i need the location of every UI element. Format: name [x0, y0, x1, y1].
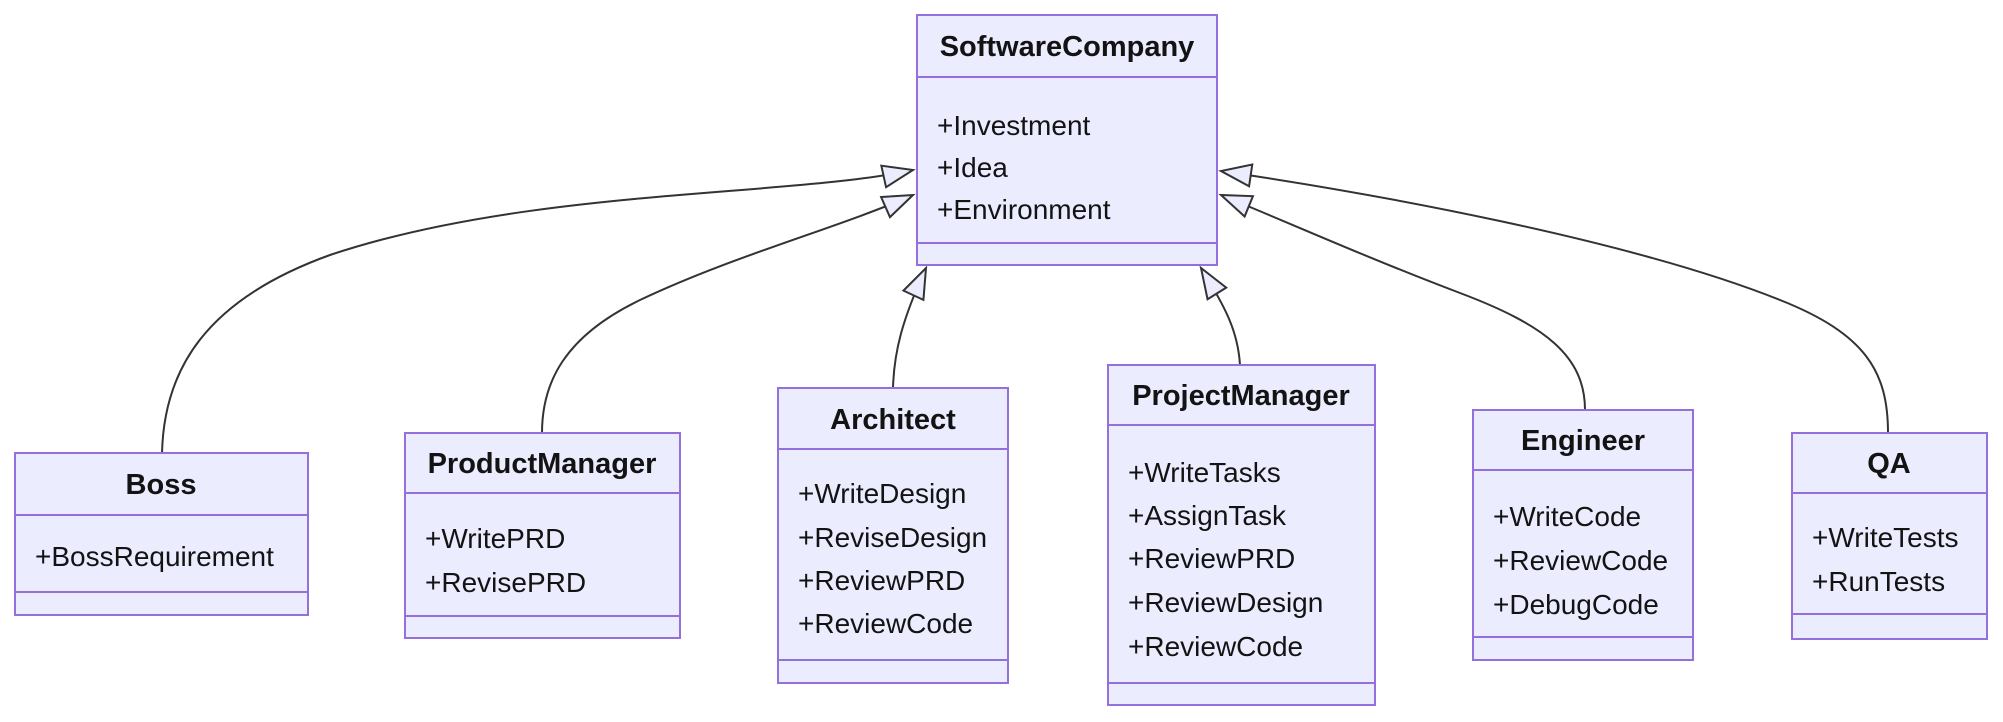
class-member: +RunTests — [1812, 566, 1945, 597]
class-member: +DebugCode — [1493, 589, 1659, 620]
class-box-engineer: Engineer +WriteCode +ReviewCode +DebugCo… — [1472, 409, 1694, 661]
edges-layer — [161, 163, 1889, 454]
class-member: +WriteTasks — [1128, 457, 1281, 488]
class-title: QA — [1867, 448, 1911, 480]
class-box-architect: Architect +WriteDesign +ReviseDesign +Re… — [777, 387, 1009, 684]
class-box-productmanager: ProductManager +WritePRD +RevisePRD — [404, 432, 681, 639]
class-member: +RevisePRD — [425, 567, 586, 598]
edge-boss-to-softwarecompany — [161, 164, 916, 454]
class-title: Engineer — [1521, 425, 1645, 457]
class-rect — [777, 387, 1009, 684]
class-member: +WriteDesign — [798, 478, 966, 509]
class-member: +WriteCode — [1493, 501, 1641, 532]
class-title: Boss — [126, 469, 197, 501]
class-box-qa: QA +WriteTests +RunTests — [1791, 432, 1988, 640]
edge-qa-to-softwarecompany — [1218, 163, 1889, 434]
class-rect — [1107, 364, 1376, 706]
class-rect — [916, 14, 1218, 266]
class-title: Architect — [830, 404, 956, 436]
class-member: +ReviewPRD — [798, 565, 965, 596]
class-member: +Idea — [937, 152, 1008, 183]
class-rect — [1472, 409, 1694, 661]
class-member: +WriteTests — [1812, 522, 1959, 553]
class-rect — [404, 432, 681, 639]
class-rect — [1791, 432, 1988, 640]
class-member: +ReviewCode — [1128, 631, 1303, 662]
class-rect — [14, 452, 309, 616]
class-member: +WritePRD — [425, 523, 565, 554]
class-member: +ReviewDesign — [1128, 587, 1323, 618]
class-member: +ReviewCode — [798, 608, 973, 639]
edge-projectmanager-to-softwarecompany — [1199, 265, 1241, 366]
edge-engineer-to-softwarecompany — [1218, 193, 1586, 411]
class-member: +BossRequirement — [35, 541, 274, 572]
class-member: +Environment — [937, 194, 1111, 225]
class-title: ProjectManager — [1132, 380, 1350, 412]
class-title: ProductManager — [428, 448, 657, 480]
class-member: +ReviseDesign — [798, 522, 987, 553]
class-member: +Investment — [937, 110, 1091, 141]
class-member: +ReviewPRD — [1128, 543, 1295, 574]
class-box-projectmanager: ProjectManager +WriteTasks +AssignTask +… — [1107, 364, 1376, 706]
class-box-boss: Boss +BossRequirement — [14, 452, 309, 616]
class-member: +ReviewCode — [1493, 545, 1668, 576]
class-box-softwarecompany: SoftwareCompany +Investment +Idea +Envir… — [916, 14, 1218, 266]
edge-architect-to-softwarecompany — [892, 265, 928, 389]
class-title: SoftwareCompany — [940, 31, 1195, 63]
class-member: +AssignTask — [1128, 500, 1287, 531]
edge-productmanager-to-softwarecompany — [541, 193, 916, 434]
